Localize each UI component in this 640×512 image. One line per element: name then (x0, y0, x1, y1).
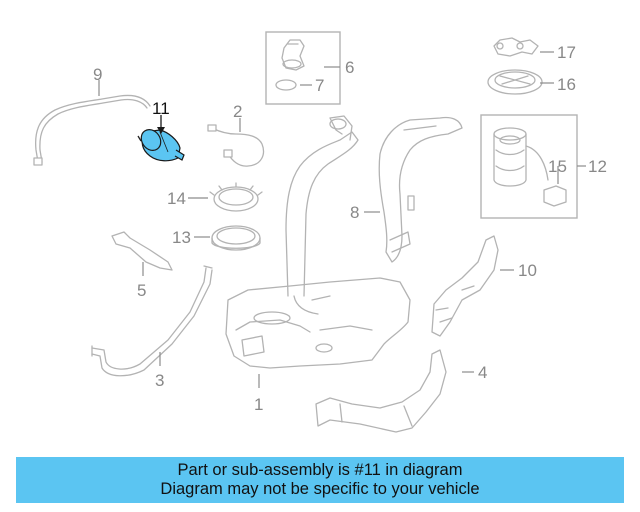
callout-2[interactable]: 2 (233, 102, 242, 121)
part-15-sender[interactable] (543, 185, 567, 207)
part-1-fuel-tank[interactable] (225, 115, 411, 369)
parts-diagram: 9 11 2 14 13 6 7 (33, 31, 607, 433)
part-10-bracket[interactable] (431, 235, 499, 337)
part-16-lock-ring[interactable] (487, 69, 543, 95)
callout-4[interactable]: 4 (478, 363, 487, 382)
banner-line-2: Diagram may not be specific to your vehi… (160, 480, 480, 498)
part-17-connector[interactable] (493, 37, 539, 57)
callout-8[interactable]: 8 (350, 203, 359, 222)
callout-6[interactable]: 6 (345, 58, 354, 77)
callout-15[interactable]: 15 (548, 157, 567, 176)
part-6-valve[interactable] (281, 39, 305, 71)
part-3-strap[interactable] (91, 265, 213, 377)
callout-14[interactable]: 14 (167, 189, 186, 208)
part-6-group-box (265, 31, 341, 105)
part-12-fuel-pump[interactable] (493, 127, 549, 187)
part-11-fuel-filter[interactable] (137, 126, 185, 162)
info-banner: Part or sub-assembly is #11 in diagram D… (16, 457, 624, 503)
banner-line-1: Part or sub-assembly is #11 in diagram (177, 461, 463, 479)
part-7-o-ring[interactable] (275, 79, 297, 91)
callout-3[interactable]: 3 (155, 371, 164, 390)
part-13-seal[interactable] (211, 225, 261, 251)
part-5-bracket[interactable] (111, 231, 173, 271)
callout-5[interactable]: 5 (137, 281, 146, 300)
callout-10[interactable]: 10 (518, 261, 537, 280)
callout-11[interactable]: 11 (152, 99, 170, 118)
part-8-shield[interactable] (378, 116, 463, 263)
part-14-lock-ring[interactable] (209, 182, 263, 212)
callout-9[interactable]: 9 (93, 65, 102, 84)
callout-1[interactable]: 1 (254, 395, 263, 414)
part-9-vent-hose[interactable] (33, 94, 151, 166)
part-2-wire[interactable] (207, 124, 265, 167)
part-4-bracket[interactable] (315, 349, 447, 433)
arrow-11-icon (157, 127, 165, 134)
callout-16[interactable]: 16 (557, 75, 576, 94)
callout-12[interactable]: 12 (588, 157, 607, 176)
callout-13[interactable]: 13 (172, 228, 191, 247)
callout-17[interactable]: 17 (557, 43, 576, 62)
callout-7[interactable]: 7 (315, 76, 324, 95)
